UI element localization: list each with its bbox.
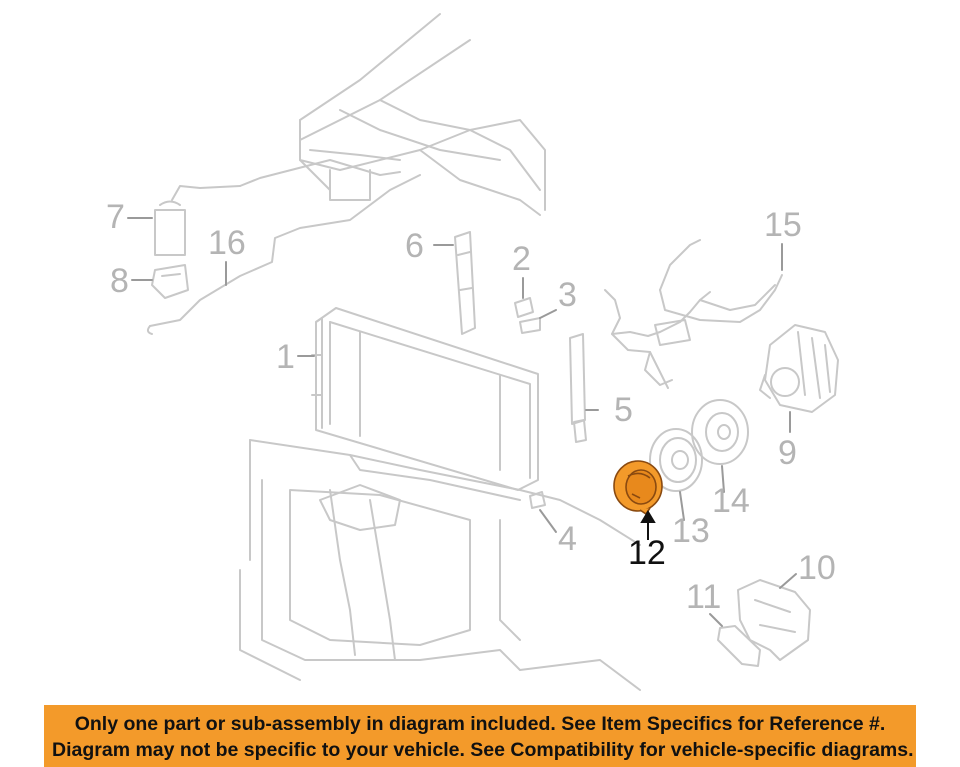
callout-label-16: 16 xyxy=(208,224,246,262)
callout-label-9: 9 xyxy=(778,434,797,472)
small-brackets xyxy=(454,231,587,509)
vehicle-body-outline xyxy=(299,13,546,216)
disclaimer-banner: Only one part or sub-assembly in diagram… xyxy=(44,705,916,767)
callout-label-8: 8 xyxy=(110,262,129,300)
callout-12-arrow xyxy=(640,510,656,540)
disclaimer-line-2: Diagram may not be specific to your vehi… xyxy=(52,739,914,761)
field-coil-part-12 xyxy=(613,460,663,516)
mount-brackets xyxy=(717,579,811,667)
callout-leaders xyxy=(127,217,797,627)
callout-label-15: 15 xyxy=(764,206,802,244)
compressor-part-9 xyxy=(759,324,839,413)
hose-assembly-part-15 xyxy=(604,239,783,389)
callout-label-3: 3 xyxy=(558,276,577,314)
radiator-support-outline xyxy=(239,439,641,691)
disclaimer-line-1: Only one part or sub-assembly in diagram… xyxy=(74,713,886,735)
callout-label-1: 1 xyxy=(276,338,295,376)
callout-label-10: 10 xyxy=(798,549,836,587)
callout-label-7: 7 xyxy=(106,198,125,236)
callout-label-6: 6 xyxy=(405,227,424,265)
accumulator-and-lines xyxy=(146,159,421,335)
callout-label-5: 5 xyxy=(614,391,633,429)
clutch-parts xyxy=(649,399,749,492)
callout-label-2: 2 xyxy=(512,240,531,278)
callout-label-12: 12 xyxy=(628,534,666,572)
callout-label-4: 4 xyxy=(558,520,577,558)
callout-label-11: 11 xyxy=(686,578,722,616)
callout-label-14: 14 xyxy=(712,482,750,520)
condenser-part-1 xyxy=(311,307,539,491)
callout-label-13: 13 xyxy=(672,512,710,550)
